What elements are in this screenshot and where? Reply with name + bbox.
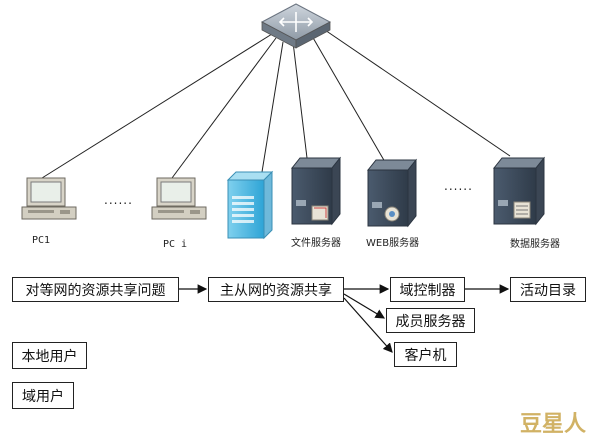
domain-controller-box: 域控制器 bbox=[390, 277, 465, 302]
domain-user-box: 域用户 bbox=[12, 382, 74, 409]
pc1-icon bbox=[21, 177, 77, 220]
arrow-cs-to-member bbox=[343, 293, 386, 319]
pci-icon bbox=[151, 177, 207, 220]
blue-server-icon bbox=[226, 170, 274, 240]
file-server-label: 文件服务器 bbox=[291, 238, 341, 249]
concept-arrows bbox=[179, 284, 510, 353]
ellipsis-left: ...... bbox=[104, 193, 133, 207]
db-server-label: 数据服务器 bbox=[510, 239, 560, 250]
local-user-box: 本地用户 bbox=[12, 342, 87, 369]
watermark-logo: 豆星人 bbox=[519, 412, 586, 437]
member-server-box: 成员服务器 bbox=[386, 308, 475, 333]
cs-sharing-box: 主从网的资源共享 bbox=[208, 277, 344, 302]
link-file-server bbox=[292, 41, 308, 159]
active-directory-box: 活动目录 bbox=[510, 277, 586, 302]
link-pc1 bbox=[41, 33, 273, 179]
pci-label: PC i bbox=[163, 239, 188, 250]
switch-icon bbox=[260, 3, 332, 49]
arrow-cs-to-client bbox=[343, 297, 393, 353]
link-server-blue bbox=[261, 41, 284, 173]
db-server-icon bbox=[492, 156, 546, 226]
link-pci bbox=[171, 37, 277, 179]
file-server-icon bbox=[290, 156, 342, 226]
ellipsis-right: ...... bbox=[444, 179, 473, 193]
web-server-icon bbox=[366, 158, 418, 228]
link-db-server bbox=[321, 27, 511, 157]
network-links bbox=[41, 27, 511, 179]
client-box: 客户机 bbox=[394, 342, 457, 367]
peer-sharing-box: 对等网的资源共享问题 bbox=[12, 277, 179, 302]
web-server-label: WEB服务器 bbox=[366, 238, 420, 249]
link-web-server bbox=[311, 35, 386, 163]
pc1-label: PC1 bbox=[32, 235, 51, 246]
